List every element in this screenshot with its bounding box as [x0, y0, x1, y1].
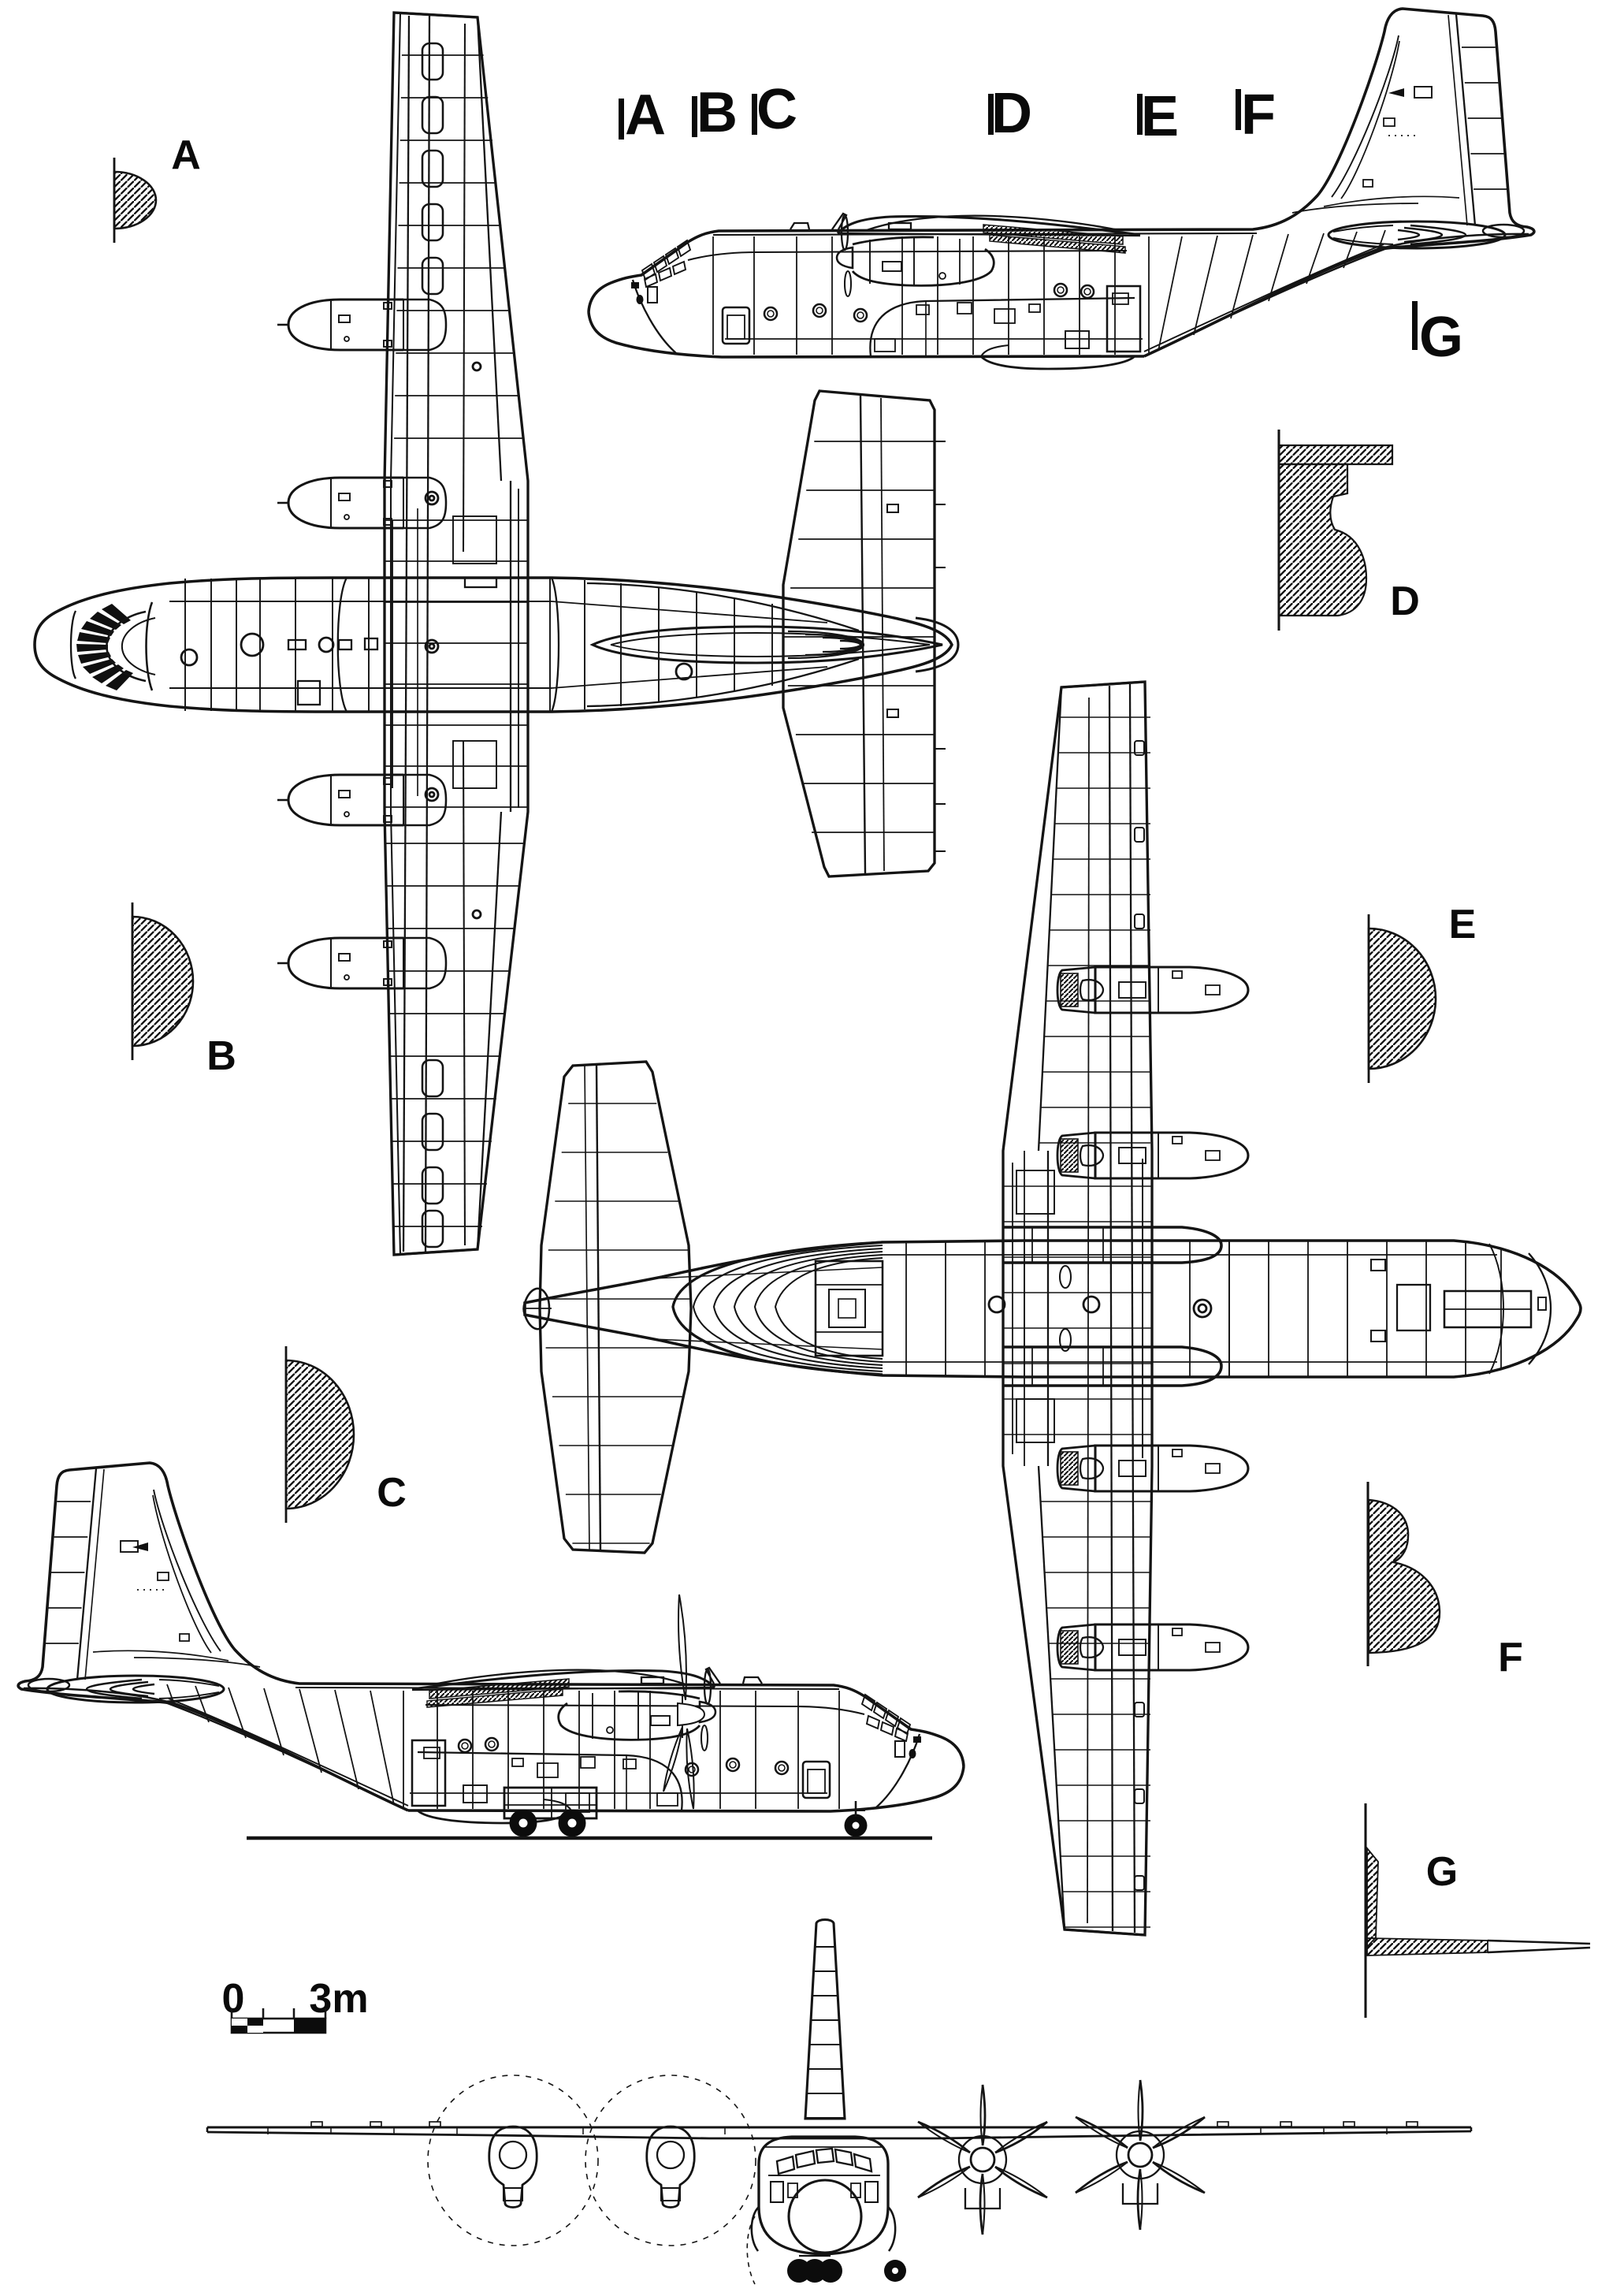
svg-text:F: F — [1241, 84, 1276, 147]
svg-text:3m: 3m — [309, 1976, 368, 2022]
svg-text:0: 0 — [222, 1976, 245, 2022]
svg-text:B: B — [206, 1033, 236, 1079]
svg-text:F: F — [1498, 1635, 1523, 1680]
svg-text:C: C — [377, 1470, 407, 1516]
svg-text:D: D — [991, 82, 1032, 145]
svg-text:G: G — [1419, 306, 1463, 369]
svg-text:E: E — [1141, 85, 1179, 148]
svg-text:B: B — [697, 81, 738, 144]
svg-text:C: C — [756, 78, 797, 141]
svg-text:A: A — [171, 132, 201, 178]
svg-text:G: G — [1426, 1849, 1458, 1895]
svg-text:D: D — [1390, 579, 1420, 624]
svg-text:A: A — [625, 84, 666, 147]
svg-text:E: E — [1449, 902, 1477, 947]
